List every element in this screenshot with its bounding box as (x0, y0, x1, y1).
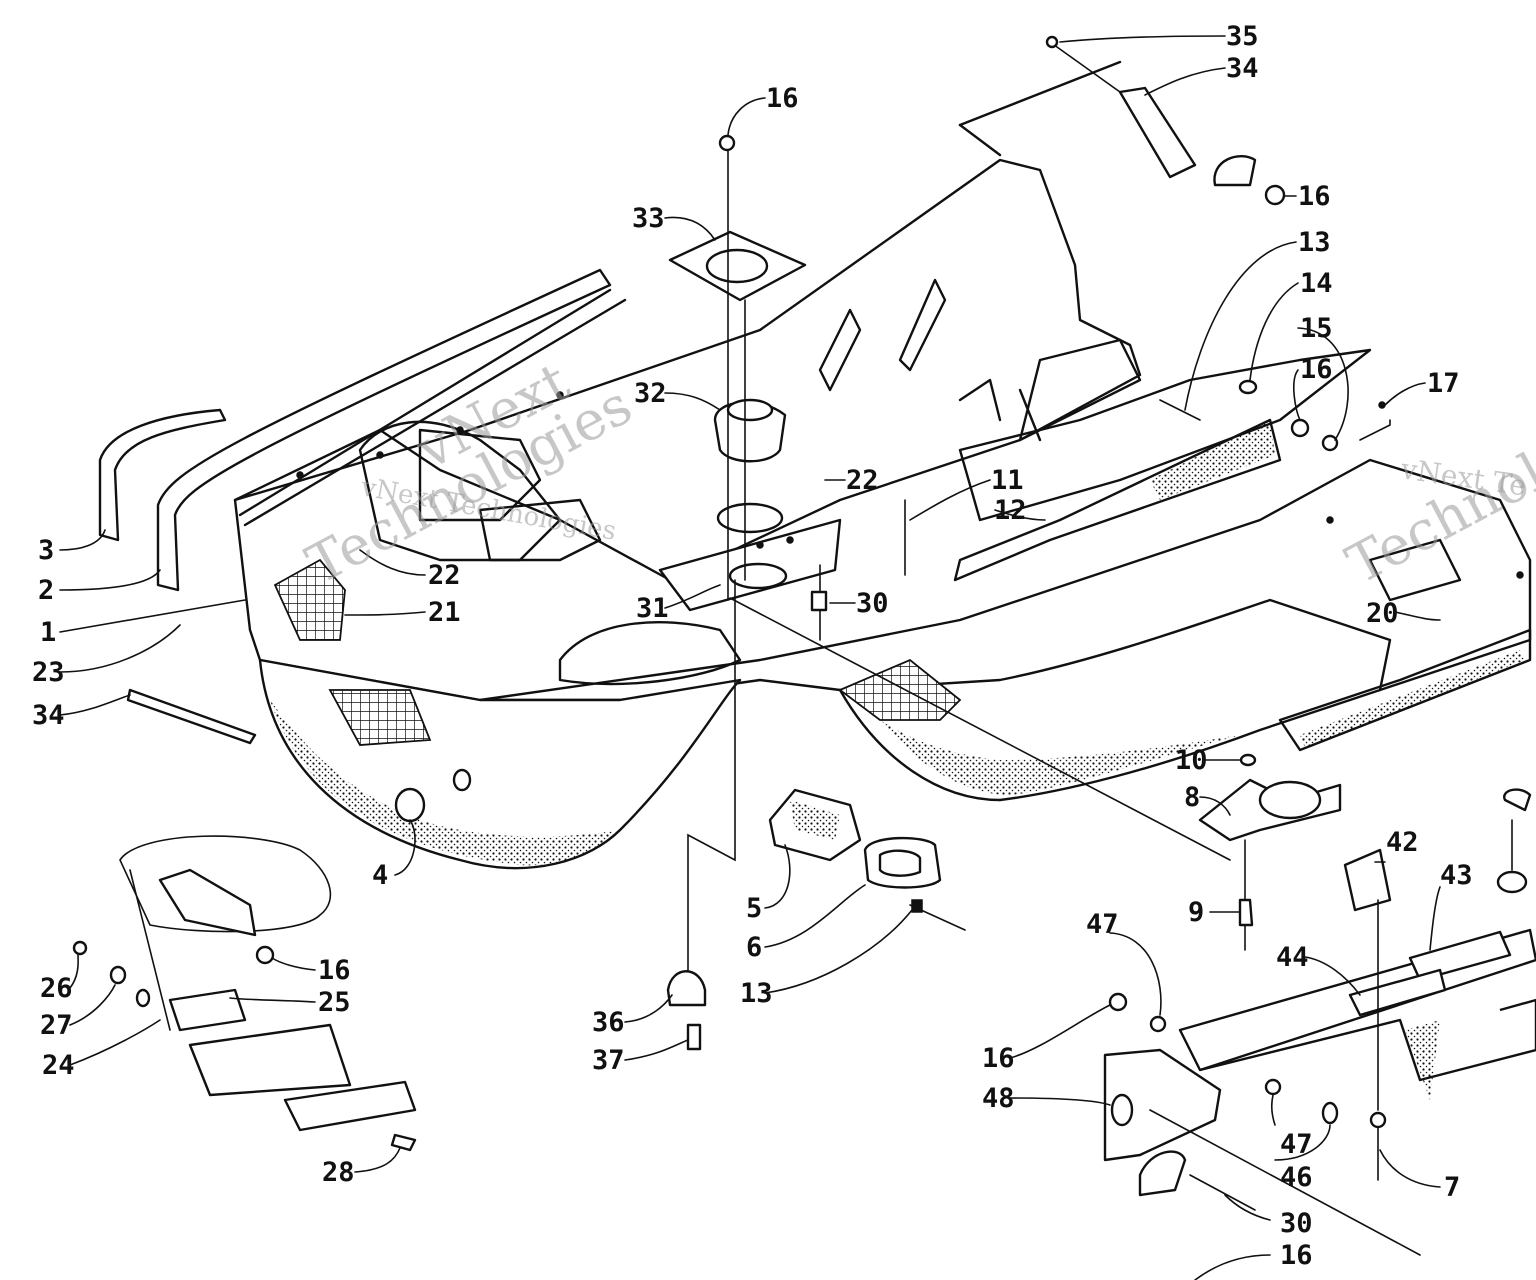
callout-label: 44 (1276, 942, 1309, 973)
callout-label: 15 (1300, 313, 1333, 344)
callout-label: 12 (994, 495, 1027, 526)
pan-top-rim (233, 158, 1142, 582)
callout-labels: 35 34 16 16 13 14 15 16 17 33 32 22 11 1… (32, 21, 1473, 1271)
right-hardware (904, 379, 1391, 576)
grille-left (273, 558, 346, 641)
plug-4 (394, 787, 426, 823)
trim-strips (98, 268, 627, 592)
callout-label: 30 (1280, 1208, 1313, 1239)
callout-label: 31 (636, 593, 669, 624)
callout-label: 16 (318, 955, 351, 986)
leader-lines (59, 35, 1441, 1280)
callout-label: 48 (982, 1083, 1015, 1114)
callout-label: 23 (32, 657, 65, 688)
callout-label: 5 (746, 893, 762, 924)
latch-assembly-top (958, 35, 1286, 206)
callout-label: 27 (40, 1010, 73, 1041)
callout-label: 30 (856, 588, 889, 619)
belly-pan-assembly (233, 158, 1532, 870)
callout-label: 37 (592, 1045, 625, 1076)
callout-label: 21 (428, 597, 461, 628)
callout-label: 16 (1300, 354, 1333, 385)
callout-label: 47 (1086, 909, 1119, 940)
callout-label: 36 (592, 1007, 625, 1038)
bracket-5-6 (768, 788, 966, 931)
rod-34-left (126, 688, 257, 745)
callout-label: 9 (1188, 897, 1204, 928)
callout-label: 42 (1386, 827, 1419, 858)
latch-assembly-lower-left (72, 835, 417, 1152)
neck-assembly (668, 134, 807, 601)
callout-label: 34 (1226, 53, 1259, 84)
callout-label: 14 (1300, 268, 1333, 299)
callout-label: 16 (766, 83, 799, 114)
callout-label: 22 (428, 560, 461, 591)
callout-label: 25 (318, 987, 351, 1018)
callout-label: 16 (1298, 181, 1331, 212)
callout-label: 4 (372, 860, 388, 891)
callout-label: 35 (1226, 21, 1259, 52)
callout-label: 20 (1366, 598, 1399, 629)
grille-right (838, 658, 962, 721)
callout-label: 33 (632, 203, 665, 234)
callout-label: 26 (40, 973, 73, 1004)
callout-label: 32 (634, 378, 667, 409)
clamp-36 (666, 970, 707, 1051)
callout-label: 22 (846, 465, 879, 496)
callout-label: 7 (1444, 1172, 1460, 1203)
callout-label: 11 (991, 465, 1024, 496)
callout-label: 1 (40, 617, 56, 648)
callout-label: 34 (32, 700, 65, 731)
callout-label: 16 (1280, 1240, 1313, 1271)
callout-label: 2 (38, 575, 54, 606)
callout-label: 17 (1427, 368, 1460, 399)
bumper-assembly (1103, 788, 1536, 1256)
callout-label: 46 (1280, 1162, 1313, 1193)
callout-label: 24 (42, 1050, 75, 1081)
callout-label: 13 (1298, 227, 1331, 258)
callout-label: 43 (1440, 860, 1473, 891)
callout-label: 3 (38, 535, 54, 566)
callout-label: 47 (1280, 1129, 1313, 1160)
grille-lower (328, 689, 432, 746)
callout-label: 10 (1175, 745, 1208, 776)
pan-inner-tunnel (558, 621, 742, 686)
callout-label: 13 (740, 978, 773, 1009)
callout-label: 6 (746, 932, 762, 963)
callout-label: 16 (982, 1043, 1015, 1074)
callout-label: 8 (1184, 782, 1200, 813)
break-line-center (687, 579, 736, 1001)
bracket-8 (1198, 753, 1342, 951)
callout-label: 28 (322, 1157, 355, 1188)
pan-right-shell (838, 598, 1392, 802)
